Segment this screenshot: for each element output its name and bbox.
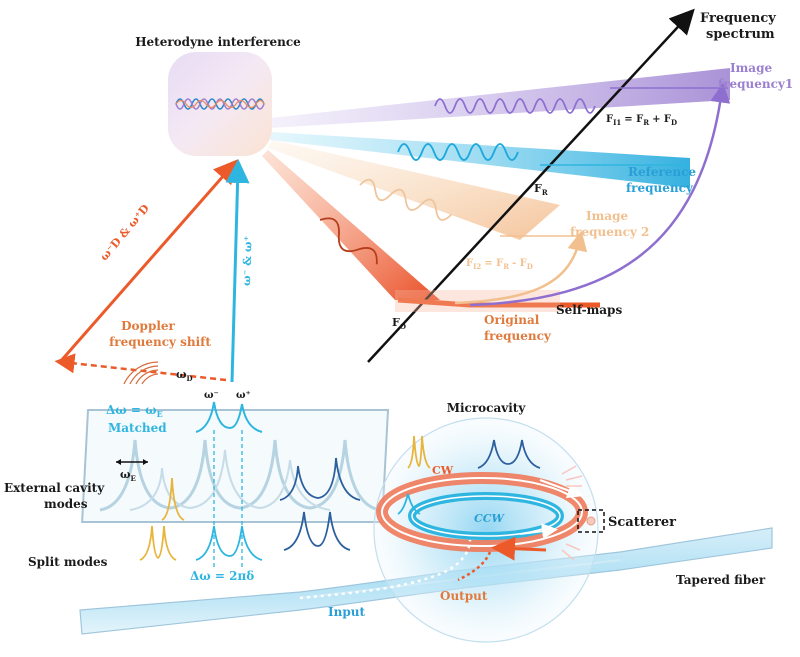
split-cyan-peaks xyxy=(195,525,263,561)
purple-beam xyxy=(270,68,730,128)
fo-label: FO xyxy=(392,316,406,331)
scatterer-label: Scatterer xyxy=(608,515,676,530)
external-dark-peaks xyxy=(279,457,361,501)
external-mode-peaks-b xyxy=(129,449,331,511)
doppler-arc-4 xyxy=(141,373,159,385)
matched-label: Matched xyxy=(108,421,167,435)
red-beam xyxy=(262,150,440,300)
scatterer-box xyxy=(577,509,605,533)
doppler-arc-2 xyxy=(129,365,159,385)
split-arrow xyxy=(225,159,250,383)
freq-spectrum-label-2: spectrum xyxy=(706,27,775,42)
doppler-label-2: frequency shift xyxy=(109,335,211,349)
external-cavity-panel xyxy=(81,409,390,523)
freq-spectrum-label-1: Frequency xyxy=(700,11,776,26)
original-frequency-label-2: frequency xyxy=(484,329,552,343)
peach-wave xyxy=(359,178,452,221)
fi1-equation: FI1= FR+ FD xyxy=(606,114,677,127)
delta-omega-e-label: Δω = ωE xyxy=(106,403,163,419)
purple-wave xyxy=(434,98,596,114)
selfmap-to-image2 xyxy=(454,230,588,305)
output-path xyxy=(491,536,547,561)
red-wave xyxy=(319,217,378,265)
ccw-direction-arrow xyxy=(519,523,558,540)
heterodyne-wave-b xyxy=(175,98,265,110)
external-mode-peaks xyxy=(99,439,381,512)
delta-2pi-label: Δω = 2πδ xyxy=(190,569,254,583)
cw-direction-arrow xyxy=(539,479,584,499)
image-frequency2-label-1: Image xyxy=(586,209,628,223)
heterodyne-label: Heterodyne interference xyxy=(135,35,301,49)
doppler-arc-3 xyxy=(135,369,159,385)
input-label: Input xyxy=(328,605,365,619)
output-label: Output xyxy=(440,589,488,603)
self-maps-label: Self-maps xyxy=(556,303,622,317)
omega-e-label: ωE xyxy=(120,468,136,483)
doppler-dashed xyxy=(54,353,227,382)
omega-pair-label: ω⁻ & ω⁺ xyxy=(240,235,255,286)
original-frequency-label-1: Original xyxy=(484,313,540,327)
ccw-label: CCW xyxy=(474,512,506,525)
doppler-arc-1 xyxy=(123,361,159,385)
image-frequency1-label-1: Image xyxy=(730,61,772,75)
external-gold-peak xyxy=(161,477,185,521)
fr-label: FR xyxy=(534,182,548,197)
omega-d-label: ωD xyxy=(176,368,193,383)
reference-frequency-label-2: frequency xyxy=(626,181,694,195)
microcavity-sphere xyxy=(373,417,599,643)
external-cavity-label-2: modes xyxy=(44,497,88,511)
scatterer-particle xyxy=(586,516,596,526)
scatter-rays xyxy=(561,465,583,561)
input-path xyxy=(299,539,472,600)
cyan-wave xyxy=(397,143,519,161)
cyan-beam xyxy=(270,132,690,188)
peach-beam xyxy=(268,140,560,240)
selfmap-to-image1 xyxy=(469,82,731,307)
heterodyne-wave-c xyxy=(175,99,265,109)
heterodyne-wave-a xyxy=(175,98,265,110)
microcavity-label: Microcavity xyxy=(447,401,527,415)
heterodyne-box xyxy=(168,52,272,156)
image-frequency2-label-2: frequency 2 xyxy=(570,225,649,239)
tapered-fiber-label: Tapered fiber xyxy=(676,573,766,587)
split-modes-label: Split modes xyxy=(28,555,108,569)
image-frequency1-label-2: frequency1 xyxy=(718,77,793,91)
external-cavity-label-1: External cavity xyxy=(4,481,105,495)
cavity-gold-peaks xyxy=(407,435,431,469)
cw-inner-peak xyxy=(397,493,421,515)
fi2-equation: FI2= FR- FD xyxy=(466,258,533,271)
doppler-arrow xyxy=(58,159,238,363)
omega-plus-label: ω⁺ xyxy=(236,390,251,401)
frequency-axis xyxy=(367,8,695,363)
split-gold-peaks xyxy=(139,525,177,561)
omega-d-pair-label: ω⁻D & ω⁺D xyxy=(97,202,152,264)
cavity-dark-peaks xyxy=(477,439,541,469)
matched-cyan-peaks xyxy=(195,401,263,433)
split-dark-peaks xyxy=(283,511,351,551)
ccw-ring-core xyxy=(411,495,561,537)
cw-ring-core xyxy=(381,477,583,547)
cw-label: CW xyxy=(432,464,454,477)
omega-minus-label: ω⁻ xyxy=(204,390,219,401)
doppler-label-1: Doppler xyxy=(121,319,175,333)
reference-frequency-label-1: Reference xyxy=(628,165,696,179)
